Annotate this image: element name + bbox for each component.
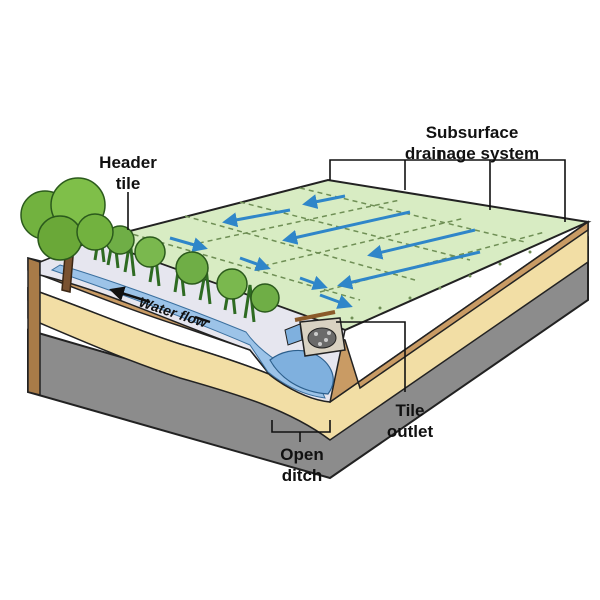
shrub-3 (175, 251, 209, 285)
tile-outlet-label-line-1: Tile (395, 401, 425, 420)
header-tile-label-line-2: tile (115, 174, 141, 193)
subsurface-bracket (329, 159, 566, 222)
tile-outlet-label: Tile outlet (360, 400, 460, 442)
open-ditch-bracket (271, 420, 331, 433)
tree (20, 177, 114, 293)
open-ditch-label-line-2: ditch (281, 466, 323, 485)
subsurface-label-line-2: drainage system (404, 144, 540, 163)
tile-outlet-label-line-2: outlet (386, 422, 434, 441)
open-ditch-label: Open ditch (252, 444, 352, 486)
shrub-5 (250, 283, 280, 313)
outlet-pool (269, 349, 334, 395)
leader-lines (127, 150, 566, 442)
open-ditch-label-line-1: Open (280, 445, 324, 464)
header-tile-label-line-1: Header (99, 153, 157, 172)
shrub-2 (134, 236, 166, 268)
header-tile-label: Header tile (78, 152, 178, 194)
subsurface-label: Subsurface drainage system (392, 122, 552, 164)
tile-outlet-structure (284, 310, 346, 357)
tile-outlet-leader (336, 321, 406, 392)
subsurface-label-line-1: Subsurface (425, 123, 519, 142)
shrub-4 (216, 268, 248, 300)
soil-end-face (27, 256, 41, 396)
drain-flow-arrows (169, 194, 481, 309)
field-edge-dots (350, 250, 532, 320)
